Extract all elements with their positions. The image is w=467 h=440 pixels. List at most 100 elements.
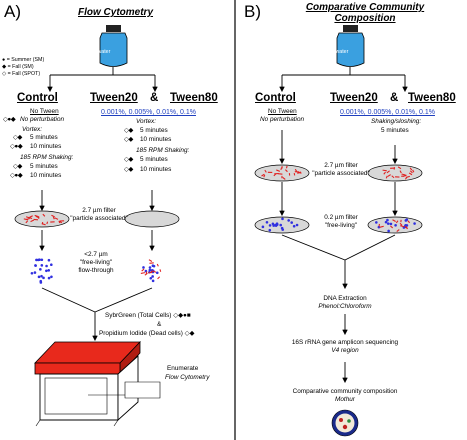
stain-2-text: Propidium Iodide (Dead cells) [99, 330, 183, 337]
freeliving-cell-dot [287, 219, 290, 222]
freeliving-cells-tween [140, 259, 162, 283]
freeliving-cell-dash [396, 229, 400, 233]
freeliving-cell-dot [394, 224, 397, 227]
shaking-control-a: 185 RPM Shaking: [20, 154, 74, 161]
freeliving-cell-dash [399, 222, 403, 226]
freeliving-cell-dot [40, 258, 44, 262]
freeliving-cell-dash [400, 225, 405, 228]
legend-fall-spot-symbol: ◇ [2, 71, 7, 77]
flow-cytometer-instrument [34, 341, 161, 427]
no-perturbation-a: No perturbation [20, 116, 65, 123]
shaking-tween-a: 185 RPM Shaking: [136, 147, 190, 154]
concentrations-b: 0.001%, 0.005%, 0.01%, 0.1% [340, 109, 435, 116]
particle-cell-dash [25, 220, 29, 224]
header-tween20-a: Tween20 [90, 92, 138, 104]
particle-cell-dash [29, 215, 33, 218]
header-amp-a: & [150, 92, 159, 104]
freeliving-cell-dot [35, 258, 38, 262]
seawater-bottle-b [336, 25, 365, 67]
tween-s10: 10 minutes [140, 166, 172, 173]
freeliving-cell-dot [45, 269, 48, 273]
enumerate-1: Enumerate [167, 365, 199, 372]
filter27-control-b [254, 164, 310, 182]
vortex-control-a: Vortex: [22, 126, 43, 133]
freeliving-3-a: flow-through [78, 267, 114, 274]
freeliving-cell-dot [148, 266, 152, 269]
control-v10: 10 minutes [30, 143, 62, 150]
freeliving-cell-dash [405, 226, 408, 230]
stain-1-text: SybrGreen (Total Cells) [105, 312, 172, 319]
freeliving-cell-dot [142, 266, 145, 269]
freeliving-cell-dot [151, 264, 155, 268]
freeliving-cell-dash [148, 259, 153, 262]
particle-cell-dash [273, 173, 277, 177]
freeliving-cell-dot [40, 274, 43, 278]
legend-fall-spot: ◇ = Fall (SPOT) [2, 71, 40, 77]
dna-2: Phenol:Chloroform [318, 303, 372, 310]
freeliving-cell-dash [150, 270, 153, 274]
legend-fall-sm: ◆ = Fall (SM) [2, 64, 34, 70]
freeliving-cell-dot [33, 271, 37, 274]
stain-1: SybrGreen (Total Cells) ◇◆●■ [105, 312, 191, 319]
particle-cell-dash [54, 217, 59, 220]
legend-summer-text: = Summer (SM) [6, 57, 45, 63]
concentrations-a: 0.001%, 0.005%, 0.01%, 0.1% [101, 109, 196, 116]
particle-cell-dash [35, 215, 40, 219]
freeliving-cell-dash [157, 276, 161, 280]
vortex-tween-a: Vortex: [136, 118, 157, 125]
particle-cell-dash [408, 172, 413, 176]
freeliving-cell-dash [395, 220, 399, 224]
particle-cell-dash [30, 219, 35, 223]
freeliving-cell-dot [290, 221, 293, 224]
particle-cell-dash [282, 177, 286, 180]
comp-2: Mothur [335, 396, 355, 403]
sym-v10: ◇●◆ [10, 143, 23, 150]
no-tween-b: No Tween [268, 108, 297, 115]
filter-particle-red-a [14, 210, 70, 228]
freeliving-cell-dot [34, 264, 37, 267]
particle-cell-dash [34, 214, 39, 218]
particle-cell-dash [391, 175, 395, 179]
freeliving-cell-dot [387, 229, 390, 233]
particle-cell-dash [409, 167, 413, 171]
sym-tv5: ◇◆ [124, 127, 133, 134]
particle-cell-dash [401, 173, 406, 176]
particle-cell-dash [284, 169, 288, 173]
particle-cell-dash [25, 218, 30, 221]
mothur-logo [331, 409, 359, 437]
freeliving-cell-dot [38, 258, 41, 261]
particle-cell-dash [382, 169, 387, 172]
particle-cell-dash [409, 170, 413, 174]
sym-ts10: ◇◆ [124, 166, 133, 173]
freeliving-cell-dash [141, 268, 145, 272]
freeliving-cell-dot [151, 279, 155, 283]
freeliving-cell-dot [39, 268, 42, 271]
stain-1-symbols: ◇◆●■ [173, 312, 191, 319]
header-tween80-a: Tween80 [170, 92, 218, 104]
legend-summer-symbol: ● [2, 57, 6, 63]
freeliving-cell-dash [156, 263, 159, 267]
particle-cell-dash [285, 165, 288, 169]
tween-s5: 5 minutes [140, 156, 168, 163]
tween-v10: 10 minutes [140, 136, 172, 143]
no-perturbation-b: No perturbation [260, 116, 305, 123]
freeliving-cell-dot [47, 258, 51, 262]
freeliving-cell-dash [159, 269, 162, 272]
freeliving-cells-control [30, 258, 53, 284]
particle-cell-dash [397, 166, 402, 170]
freeliving-cell-dot [45, 264, 48, 268]
sym-ts5: ◇◆ [124, 156, 133, 163]
tween-v5: 5 minutes [140, 127, 168, 134]
particle-cell-dash [401, 175, 406, 177]
filter02-1-b: 0.2 µm filter [324, 214, 358, 221]
dna-1: DNA Extraction [323, 295, 367, 302]
comp-1: Comparative community composition [292, 388, 398, 395]
sym-s5: ◇◆ [13, 163, 22, 170]
particle-cell-dash [387, 174, 391, 177]
freeliving-cell-dot [377, 225, 381, 229]
bottle-b-label: Seawater [326, 49, 349, 55]
freeliving-cell-dash [149, 262, 154, 264]
legend-fall-sm-text: = Fall (SM) [7, 64, 34, 70]
seq-2: V4 region [331, 347, 359, 354]
freeliving-cell-dot [30, 271, 34, 275]
